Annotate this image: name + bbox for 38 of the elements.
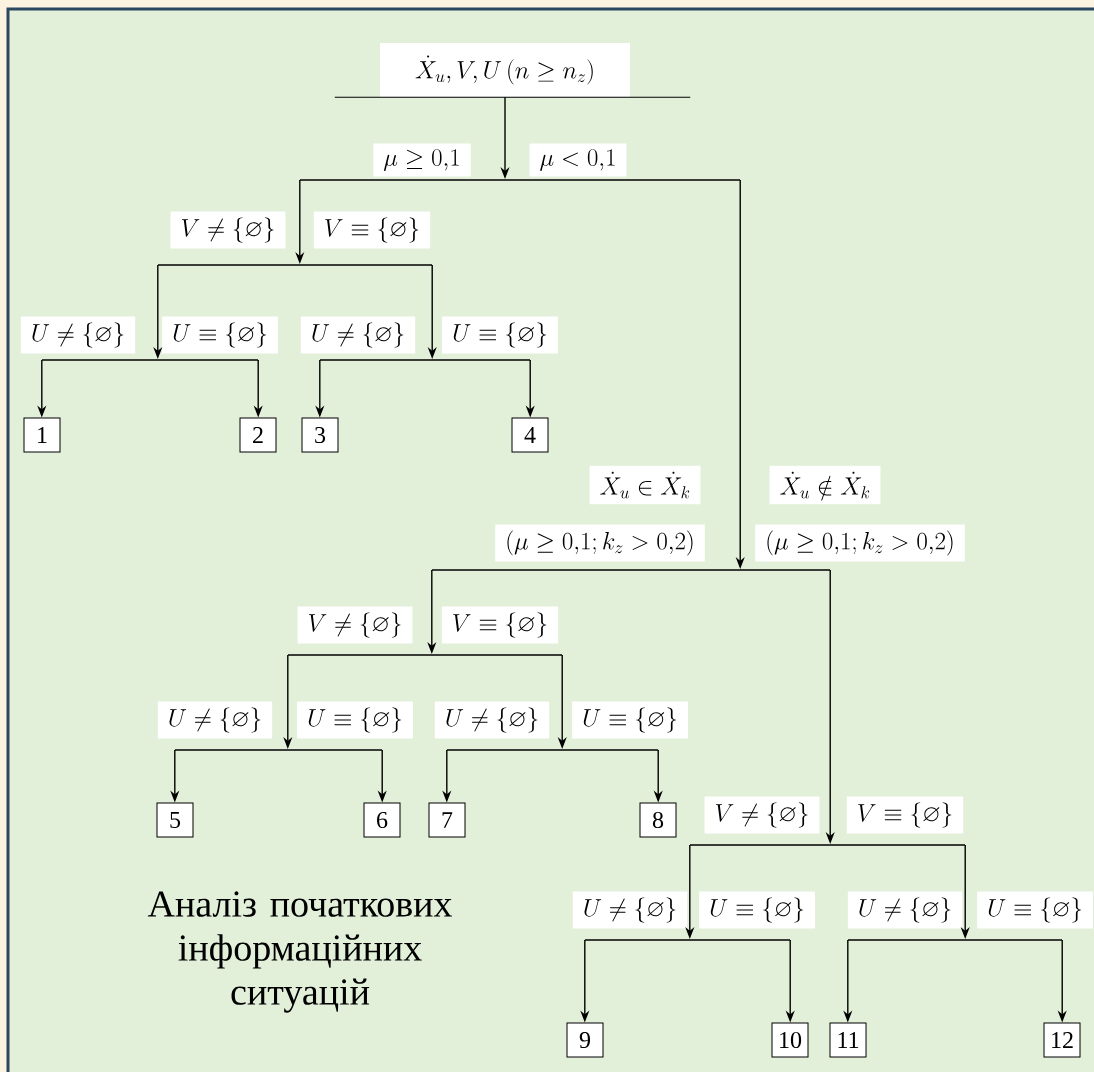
outcome-box: 12: [1043, 1022, 1081, 1058]
condition-label: $U \neq \left\{\varnothing\right\}$: [300, 316, 416, 354]
condition-label: $U \neq \left\{\varnothing\right\}$: [572, 891, 688, 929]
condition-label: $V \equiv \left\{\varnothing\right\}$: [313, 211, 431, 249]
outcome-box: 5: [156, 802, 194, 838]
outcome-box: 9: [566, 1022, 604, 1058]
outcome-box: 1: [23, 417, 61, 453]
condition-label: $\left(\mu \geq 0{,}1; k_z > 0{,}2\right)$: [755, 524, 965, 562]
condition-label: $U \equiv \left\{\varnothing\right\}$: [297, 701, 413, 739]
condition-label: $V \neq \left\{\varnothing\right\}$: [704, 796, 820, 834]
condition-label: $V \neq \left\{\varnothing\right\}$: [170, 211, 286, 249]
outcome-box: 8: [639, 802, 677, 838]
condition-label: $U \neq \left\{\varnothing\right\}$: [434, 701, 550, 739]
condition-label: $\mu < 0{,}1$: [529, 143, 627, 177]
title: Аналіз початкових інформаційних ситуацій: [147, 891, 452, 1013]
root-condition: $\dot{X}_u, V, U\left(n \geq n_z\right)$: [334, 43, 691, 98]
condition-label: $\mu \geq 0{,}1$: [373, 143, 471, 177]
condition-label: $U \equiv \left\{\varnothing\right\}$: [442, 316, 558, 354]
outcome-box: 4: [511, 417, 549, 453]
outcome-box: 10: [771, 1022, 809, 1058]
condition-label: $\dot{X}_u \notin \dot{X}_k$: [769, 465, 881, 505]
outcome-box: 6: [363, 802, 401, 838]
condition-label: $U \neq \left\{\varnothing\right\}$: [20, 316, 136, 354]
condition-label: $V \equiv \left\{\varnothing\right\}$: [846, 796, 964, 834]
outcome-box: 3: [301, 417, 339, 453]
outcome-box: 11: [829, 1022, 867, 1058]
condition-label: $U \equiv \left\{\varnothing\right\}$: [977, 891, 1093, 929]
condition-label: $U \neq \left\{\varnothing\right\}$: [157, 701, 273, 739]
condition-label: $\dot{X}_u \in \dot{X}_k$: [589, 465, 701, 505]
condition-label: $U \equiv \left\{\varnothing\right\}$: [699, 891, 815, 929]
outcome-box: 7: [428, 802, 466, 838]
condition-label: $V \equiv \left\{\varnothing\right\}$: [441, 606, 559, 644]
condition-label: $U \equiv \left\{\varnothing\right\}$: [572, 701, 688, 739]
condition-label: $U \equiv \left\{\varnothing\right\}$: [162, 316, 278, 354]
condition-label: $\left(\mu \geq 0{,}1; k_z > 0{,}2\right)$: [495, 524, 705, 562]
outcome-box: 2: [239, 417, 277, 453]
condition-label: $V \neq \left\{\varnothing\right\}$: [297, 606, 413, 644]
condition-label: $U \neq \left\{\varnothing\right\}$: [847, 891, 963, 929]
